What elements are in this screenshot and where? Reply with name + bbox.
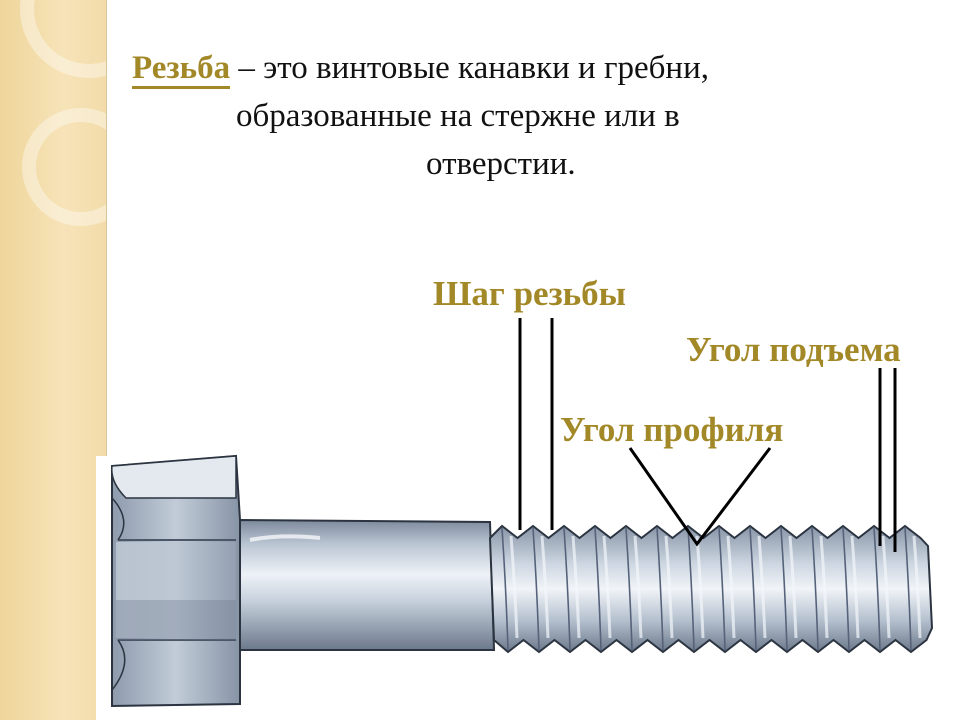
definition-line-3: отверстии. [426,146,576,182]
thread-body [488,524,934,654]
definition-term: Резьба [132,50,231,89]
thread-highlight [540,535,550,639]
thread-crest-line [594,527,602,651]
thread-highlight [509,535,519,639]
label-thread-pitch: Шаг резьбы [433,274,626,313]
thread-crest-line [501,527,509,651]
profile-angle-lines [628,447,772,547]
thread-crest-line [873,527,881,651]
thread-highlight [602,535,612,639]
thread-highlight [695,535,705,639]
label-profile-angle: Угол профиля [560,410,784,449]
thread-highlight [881,535,891,639]
thread-highlight [726,535,736,639]
thread-crest-line [563,527,571,651]
band-divider [106,0,107,720]
thread-crest-line [625,527,633,651]
thread-highlight [819,535,829,639]
thread-highlight [664,535,674,639]
thread-highlight [912,535,922,639]
threaded-section [488,524,934,654]
thread-highlight [850,535,860,639]
definition-line-1: Резьба – это винтовые канавки и гребни, [132,46,709,90]
thread-crest-line [811,527,819,651]
definition-line-2: образованные на стержне или в [236,98,680,134]
thread-crest-line [718,527,726,651]
label-lead-angle: Угол подъема [686,330,901,369]
thread-crest-line [842,527,850,651]
thread-crest-line [749,527,757,651]
bolt-head [111,454,241,708]
thread-crest-line [904,527,912,651]
thread-highlight [788,535,798,639]
bolt-shank [239,518,496,651]
thread-highlight [571,535,581,639]
thread-crest-line [780,527,788,651]
decorative-side-band [0,0,106,720]
thread-crest-line [687,527,695,651]
thread-highlight [633,535,643,639]
thread-crest-line [532,527,540,651]
thread-crest-line [656,527,664,651]
definition-line-1-rest: – это винтовые канавки и гребни, [230,50,709,86]
thread-highlight [757,535,767,639]
